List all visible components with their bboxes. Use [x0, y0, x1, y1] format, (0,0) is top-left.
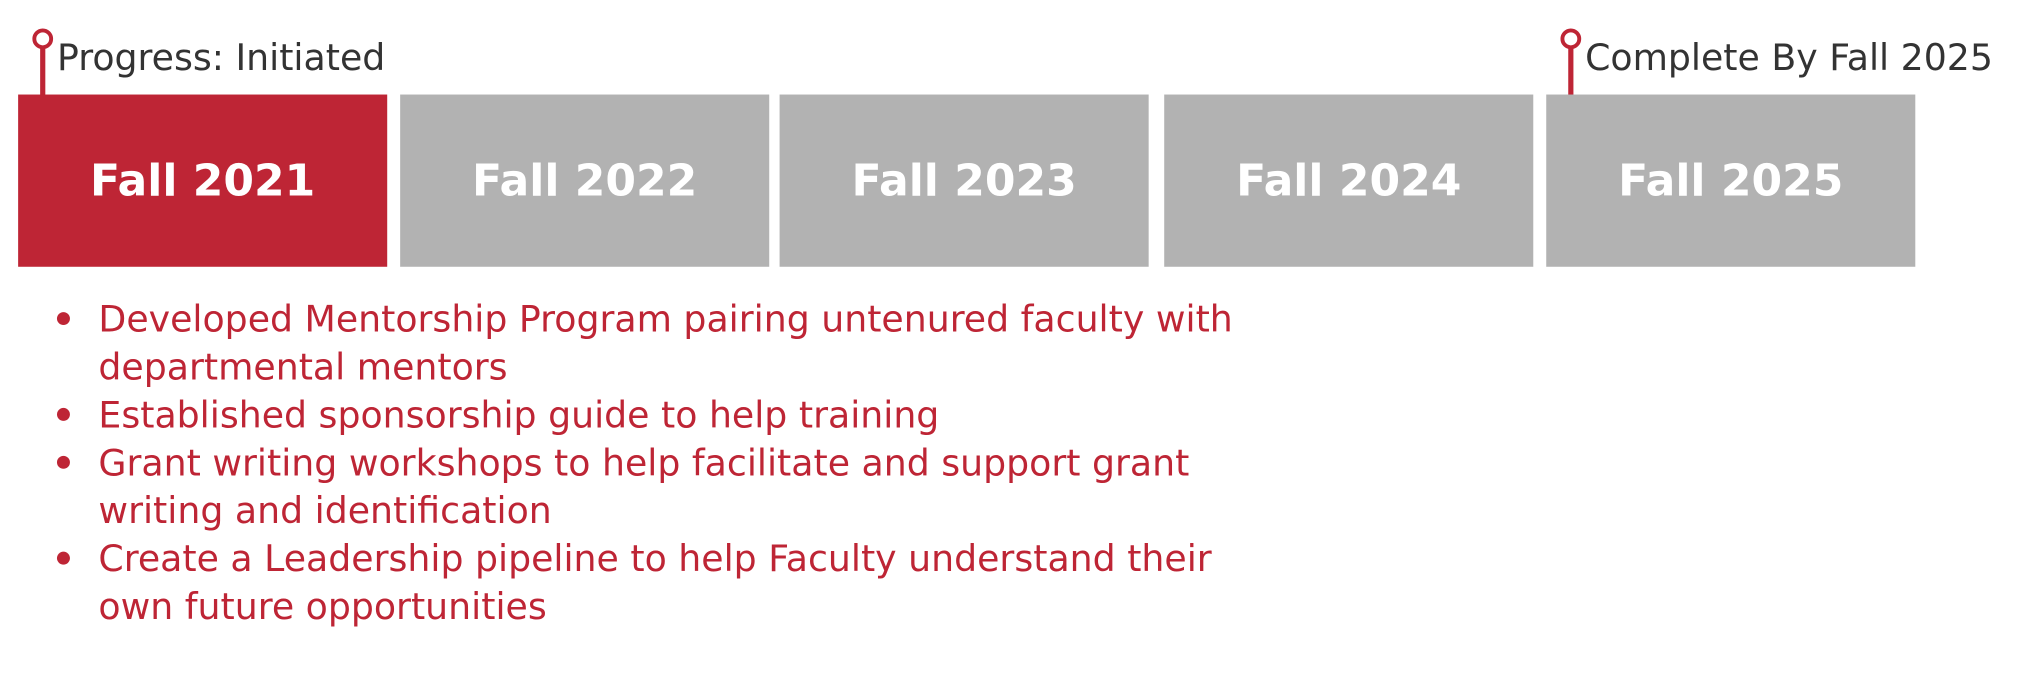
accomplishment-list: Developed Mentorship Program pairing unt…: [52, 295, 1295, 630]
list-item: Create a Leadership pipeline to help Fac…: [52, 535, 1295, 631]
period-label: Fall 2021: [90, 154, 316, 207]
list-item-text: Developed Mentorship Program pairing unt…: [98, 297, 1233, 389]
list-item: Established sponsorship guide to help tr…: [52, 391, 1295, 439]
progress-label: Progress: Initiated: [56, 36, 386, 79]
bullet-icon: [56, 407, 70, 421]
period-label: Fall 2022: [472, 154, 698, 207]
map-pin-icon: [1559, 28, 1582, 96]
timeline-bar: Fall 2021 Fall 2022 Fall 2023 Fall 2024 …: [18, 94, 1922, 270]
list-item: Grant writing workshops to help facilita…: [52, 439, 1295, 535]
list-item-text: Create a Leadership pipeline to help Fac…: [98, 537, 1212, 629]
period-fall-2021: Fall 2021: [18, 94, 388, 267]
bullet-icon: [56, 455, 70, 469]
bullet-icon: [56, 312, 70, 326]
period-fall-2023: Fall 2023: [779, 94, 1149, 267]
period-fall-2022: Fall 2022: [400, 94, 770, 267]
period-label: Fall 2024: [1236, 154, 1462, 207]
period-fall-2025: Fall 2025: [1546, 94, 1916, 267]
period-fall-2024: Fall 2024: [1164, 94, 1534, 267]
list-item: Developed Mentorship Program pairing unt…: [52, 295, 1295, 391]
list-item-text: Established sponsorship guide to help tr…: [98, 393, 940, 437]
period-label: Fall 2023: [851, 154, 1077, 207]
period-label: Fall 2025: [1618, 154, 1844, 207]
list-item-text: Grant writing workshops to help facilita…: [98, 441, 1190, 533]
map-pin-icon: [31, 28, 54, 96]
bullet-icon: [56, 551, 70, 565]
completion-label: Complete By Fall 2025: [1585, 36, 1993, 79]
